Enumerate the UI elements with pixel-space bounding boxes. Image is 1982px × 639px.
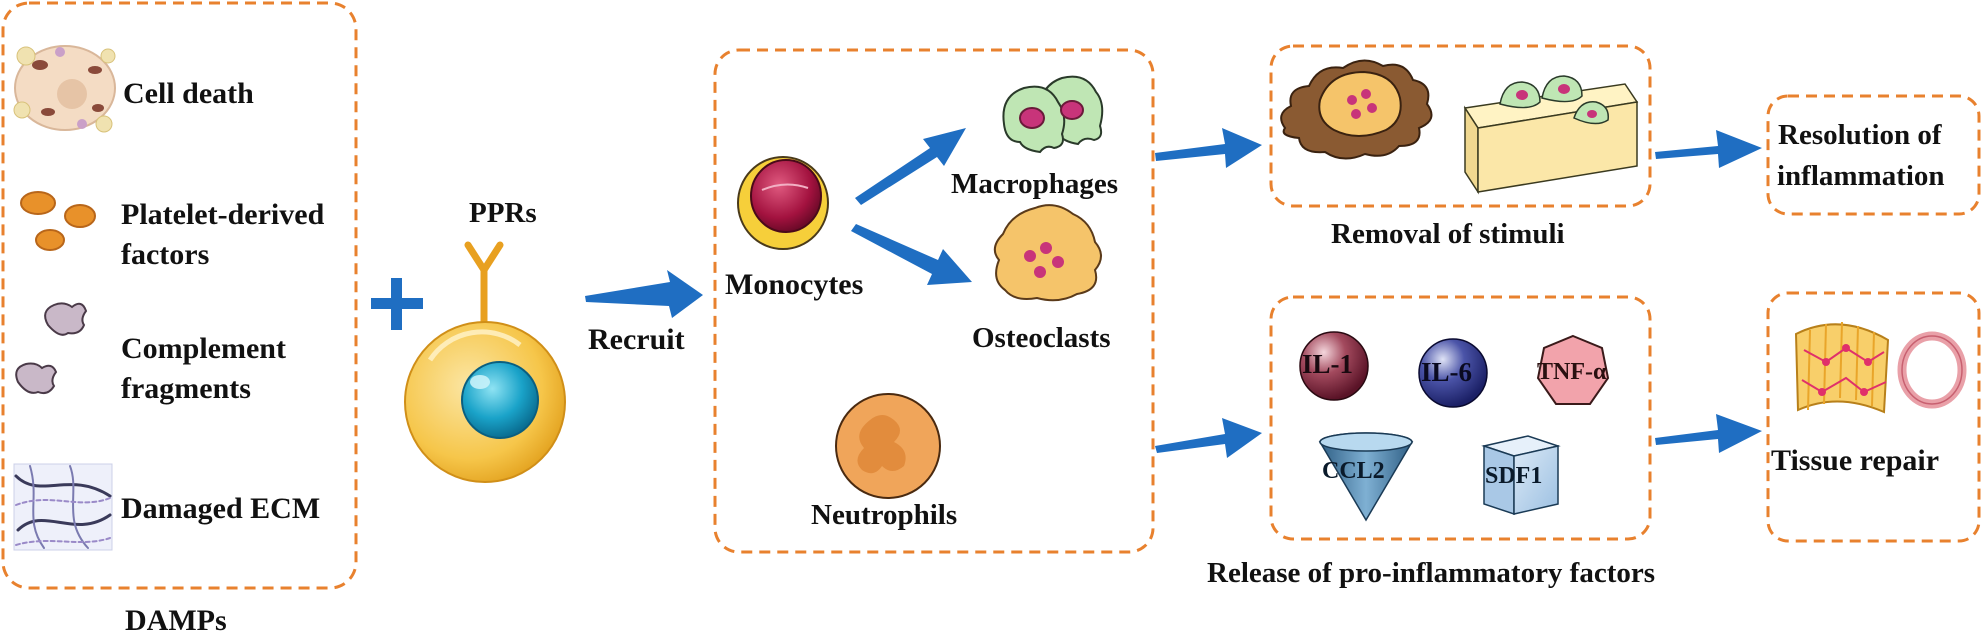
damps-title: DAMPs bbox=[125, 604, 227, 637]
arrow-to-tissue-repair bbox=[1655, 414, 1762, 453]
sdf1-cube-icon bbox=[1481, 435, 1561, 516]
damp-platelet-label-line2: factors bbox=[121, 238, 210, 271]
damp-cell-death-label: Cell death bbox=[123, 77, 254, 110]
arrow-to-resolution bbox=[1655, 130, 1762, 168]
damp-complement-label-line1: Complement bbox=[121, 332, 286, 365]
plus-sign bbox=[371, 278, 423, 330]
platelet-icon bbox=[20, 191, 96, 251]
recruit-arrow bbox=[585, 270, 703, 318]
cells-box bbox=[713, 48, 1155, 554]
complement-fragment-icon bbox=[15, 302, 88, 395]
damp-complement-label-line2: fragments bbox=[121, 372, 251, 405]
arrow-to-release bbox=[1155, 418, 1262, 458]
resolution-box bbox=[1766, 94, 1981, 216]
removal-of-stimuli-label: Removal of stimuli bbox=[1331, 218, 1565, 250]
arrow-to-removal bbox=[1155, 128, 1262, 168]
damaged-ecm-icon bbox=[13, 463, 113, 551]
monocyte-icon bbox=[737, 156, 829, 250]
tissue-repair-box bbox=[1766, 291, 1981, 543]
resolution-label-line2: inflammation bbox=[1777, 160, 1945, 192]
damps-box bbox=[1, 1, 358, 590]
neutrophil-icon bbox=[835, 393, 941, 499]
il1-sphere-icon bbox=[1299, 331, 1369, 401]
tnf-alpha-heptagon-icon bbox=[1536, 334, 1610, 405]
osteoclast-icon bbox=[993, 204, 1102, 302]
il6-label: IL-6 bbox=[1421, 357, 1473, 387]
cell-death-icon bbox=[13, 45, 116, 133]
release-box bbox=[1269, 295, 1652, 541]
bone-block-icon bbox=[1463, 75, 1639, 195]
tissue-fiber-icon bbox=[1794, 321, 1890, 414]
release-factors-label: Release of pro-inflammatory factors bbox=[1207, 557, 1656, 589]
immune-cell-icon bbox=[404, 321, 566, 483]
arrow-to-macrophages bbox=[855, 128, 966, 205]
monocytes-label: Monocytes bbox=[725, 268, 864, 301]
il1-label: IL-1 bbox=[1302, 349, 1354, 379]
osteoclasts-label: Osteoclasts bbox=[972, 322, 1111, 354]
tissue-repair-label: Tissue repair bbox=[1771, 444, 1940, 477]
ccl2-label: CCL2 bbox=[1322, 458, 1385, 484]
ppr-receptor-icon bbox=[464, 241, 504, 326]
damp-damaged-ecm-label: Damaged ECM bbox=[121, 492, 321, 525]
neutrophils-label: Neutrophils bbox=[811, 499, 958, 531]
arrow-to-osteoclasts bbox=[851, 224, 972, 285]
ccl2-cone-icon bbox=[1318, 432, 1414, 522]
sdf1-label: SDF1 bbox=[1485, 463, 1543, 489]
recruit-label: Recruit bbox=[588, 323, 685, 356]
il6-sphere-icon bbox=[1418, 338, 1488, 408]
damp-platelet-label-line1: Platelet-derived bbox=[121, 198, 325, 231]
macrophage-icon bbox=[1002, 75, 1104, 154]
osteoclast-on-bone-icon bbox=[1280, 59, 1433, 160]
removal-box bbox=[1269, 44, 1652, 208]
macrophages-label: Macrophages bbox=[951, 168, 1119, 200]
resolution-label-line1: Resolution of bbox=[1778, 119, 1942, 151]
pprs-label: PPRs bbox=[469, 197, 537, 229]
vessel-ring-icon bbox=[1897, 331, 1967, 409]
tnf-alpha-label: TNF-α bbox=[1537, 359, 1607, 385]
